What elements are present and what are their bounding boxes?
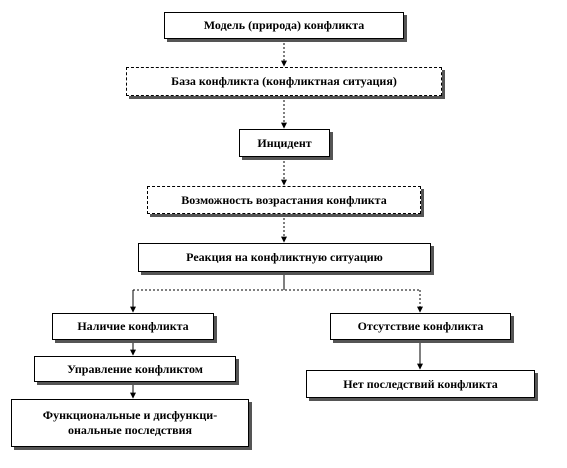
- node-reaction: Реакция на конфликтную ситуацию: [138, 243, 431, 272]
- node-presence: Наличие конфликта: [52, 313, 214, 340]
- node-management: Управление конфликтом: [34, 356, 236, 382]
- node-growth: Возможность возрастания конфликта: [147, 186, 421, 214]
- node-no-consequences: Нет последствий конфликта: [306, 370, 535, 398]
- node-incident: Инцидент: [239, 129, 330, 157]
- node-consequences: Функциональные и дисфункци-ональные посл…: [11, 399, 249, 447]
- node-absence: Отсутствие конфликта: [330, 313, 511, 340]
- node-model: Модель (природа) конфликта: [164, 12, 404, 39]
- node-base: База конфликта (конфликтная ситуация): [126, 67, 442, 96]
